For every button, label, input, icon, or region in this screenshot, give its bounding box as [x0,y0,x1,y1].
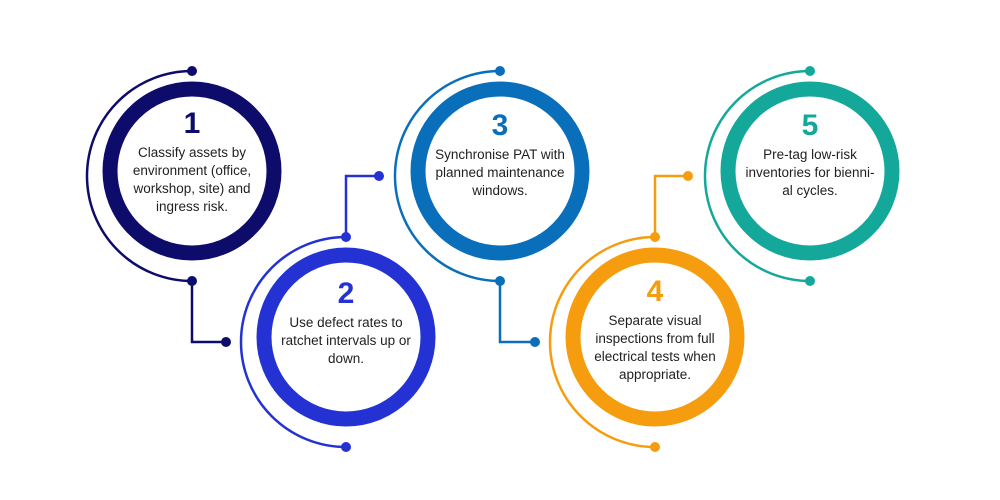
step-1-dot-top [187,66,197,76]
step-1-number: 1 [183,107,201,140]
step-5-content: 5 Pre-tag low-risk inventories for bienn… [745,110,875,200]
step-2-ring [256,247,436,427]
step-1-content: 1 Classify assets by environment (office… [117,108,267,216]
step-5-number: 5 [801,109,819,142]
step-5-ring [720,81,900,261]
step-1-outer-arc [85,69,193,283]
step-3-outer-arc [393,69,501,283]
step-3-dot-bottom [495,276,505,286]
step-3-content: 3 Synchronise PAT with planned maintenan… [428,110,572,200]
step-1-ring [102,81,282,261]
connector-4 [653,174,690,239]
step-3-dot-end [530,337,540,347]
step-4-text: Separate visual inspections from full el… [594,313,716,382]
step-4-content: 4 Separate visual inspections from full … [584,276,726,384]
step-4-dot-end [683,171,693,181]
connector-2 [344,174,381,239]
step-3-ring [410,81,590,261]
step-1-text: Classify assets by environment (office, … [132,145,252,214]
step-4-outer-arc [548,235,656,449]
step-2-outer-arc [239,235,347,449]
step-2-number: 2 [337,277,355,310]
step-5-text: Pre-tag low-risk inventories for bienni-… [745,147,875,198]
step-4-number: 4 [646,275,664,308]
step-2-dot-bottom [341,442,351,452]
step-2 [239,171,436,452]
step-4 [548,171,745,452]
connector-1 [190,279,228,344]
step-3-dot-top [495,66,505,76]
step-5 [703,66,900,286]
step-4-dot-top [650,232,660,242]
step-5-outer-arc [703,69,811,283]
step-1 [85,66,282,347]
step-5-dot-top [805,66,815,76]
step-1-dot-bottom [187,276,197,286]
step-4-ring [565,247,745,427]
step-4-dot-bottom [650,442,660,452]
step-1-dot-end [221,337,231,347]
step-2-dot-top [341,232,351,242]
step-2-text: Use defect rates to ratchet intervals up… [281,315,411,366]
connectors [190,174,690,344]
step-2-content: 2 Use defect rates to ratchet intervals … [273,278,419,368]
step-3 [393,66,590,347]
step-3-number: 3 [491,109,509,142]
step-2-dot-end [374,171,384,181]
step-5-dot-bottom [805,276,815,286]
connector-3 [498,279,537,344]
step-3-text: Synchronise PAT with planned maintenance… [435,147,565,198]
